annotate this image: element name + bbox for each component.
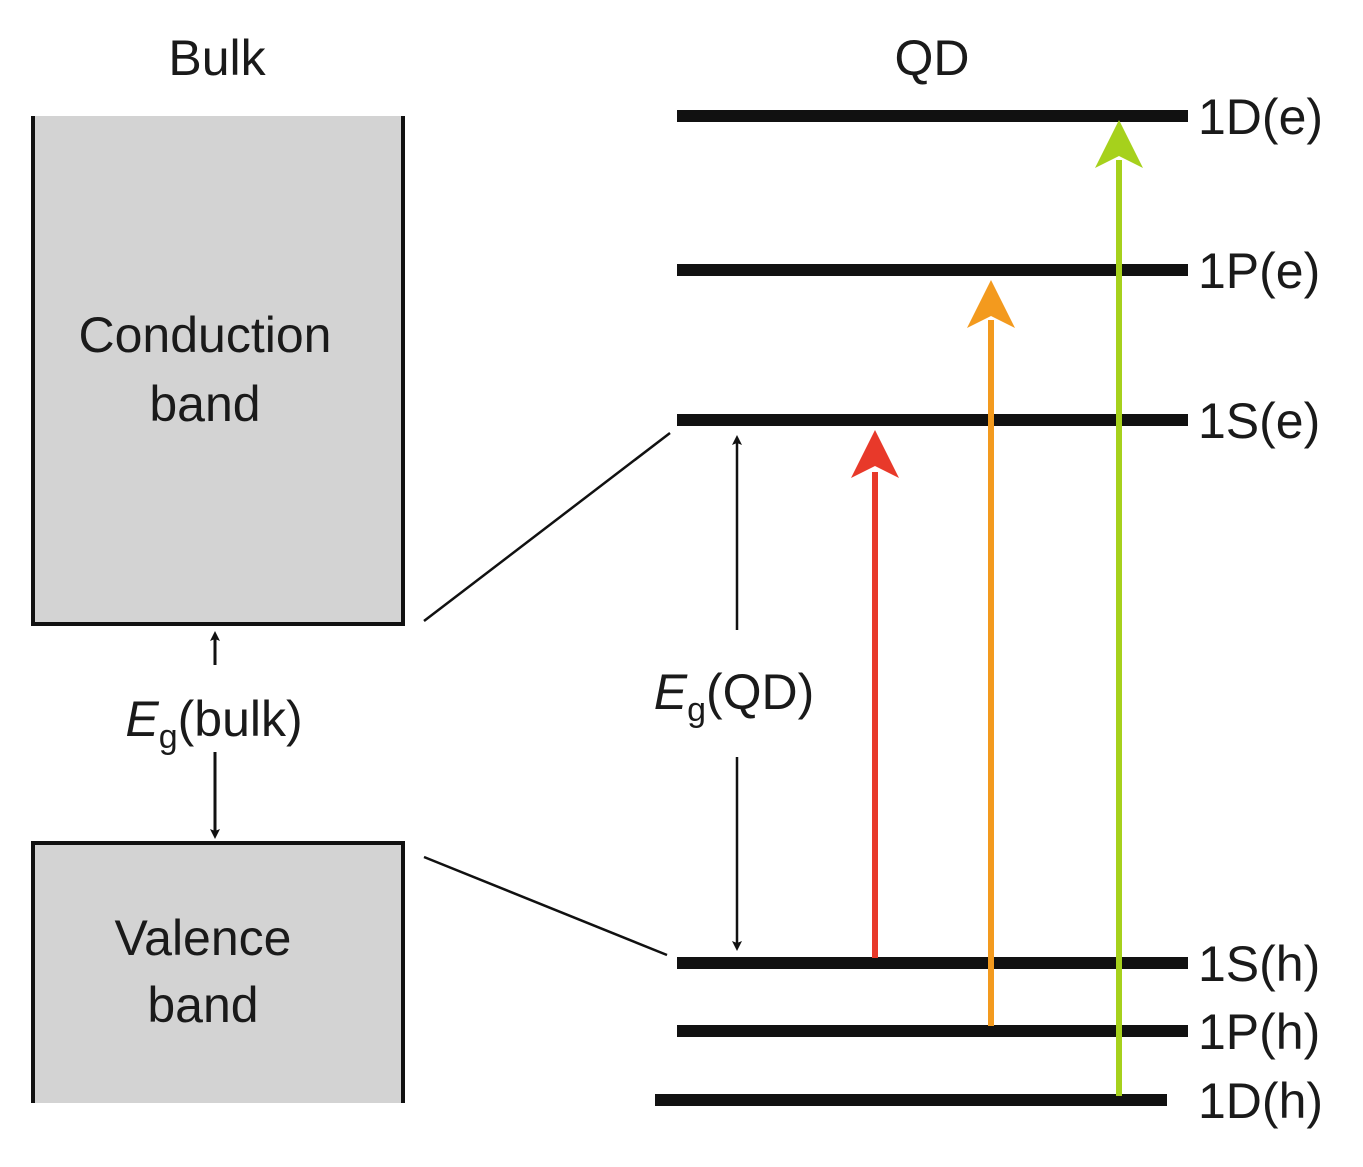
level-label-1p-e: 1P(e)	[1198, 243, 1320, 299]
connector-valence	[423, 855, 668, 957]
bulk-heading: Bulk	[168, 30, 266, 86]
valence-band-label-line1: Valence	[115, 910, 292, 966]
valence-band: Valence band	[31, 841, 405, 1103]
qd-heading: QD	[895, 30, 970, 86]
level-label-1s-h: 1S(h)	[1198, 936, 1320, 992]
valence-band-label-line2: band	[147, 977, 258, 1033]
qd-gap-label: Eg(QD)	[654, 664, 815, 729]
level-label-1p-h: 1P(h)	[1198, 1004, 1320, 1060]
level-label-1d-h: 1D(h)	[1198, 1073, 1323, 1129]
bulk-gap-label: Eg(bulk)	[125, 691, 302, 756]
conduction-band-label-line1: Conduction	[79, 307, 332, 363]
transition-red-1sh-1se	[851, 430, 899, 958]
conduction-band-label-line2: band	[149, 376, 260, 432]
conduction-band: Conduction band	[31, 116, 405, 626]
transition-green-1dh-1de	[1095, 120, 1143, 1096]
connector-conduction	[423, 432, 671, 622]
transition-orange-1ph-1pe	[967, 280, 1015, 1026]
level-label-1d-e: 1D(e)	[1198, 89, 1323, 145]
level-label-1s-e: 1S(e)	[1198, 393, 1320, 449]
